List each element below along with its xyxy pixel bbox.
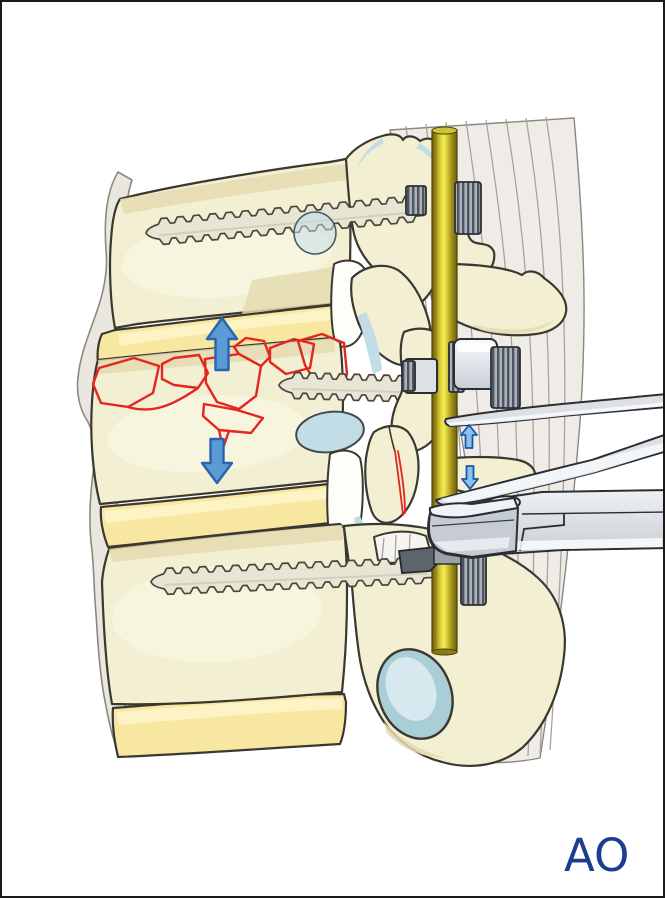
facet-cartilage [416, 143, 442, 176]
jaw-highlight [434, 537, 510, 552]
facet-cartilage [358, 312, 382, 374]
rod-bottom-end [431, 648, 458, 656]
clamp-knurl-left [405, 185, 427, 216]
disc-highlight [104, 487, 337, 523]
distraction-arrow-up [205, 316, 239, 372]
blade-highlight [440, 443, 663, 505]
vertebra-upper-body [108, 157, 352, 330]
clamp-highlight [457, 343, 494, 352]
rod-arrow-up [460, 424, 478, 449]
clamp-body-left [397, 546, 440, 574]
blade-highlight [448, 402, 663, 426]
clamp-knurl-left [401, 360, 416, 392]
vertebra-lower-body [100, 522, 349, 706]
pedicle-screw-lower [150, 556, 434, 596]
distraction-arrow-down [200, 437, 234, 485]
distraction-instrument [427, 393, 663, 559]
screw-head-upper [405, 181, 482, 235]
facet-cartilage [357, 138, 384, 168]
locking-nut [454, 181, 482, 235]
shaft-highlight [472, 538, 662, 551]
facet-joint-inner [385, 657, 437, 721]
pedicle-ring-upper [293, 211, 337, 255]
transverse-process [452, 262, 568, 337]
rod-arrow-down [461, 465, 479, 490]
pedicle-fracture-crack [388, 425, 406, 516]
shaft-seam [521, 511, 663, 515]
rod-distraction-arrows [460, 424, 479, 490]
screw-head-middle [401, 338, 521, 409]
ao-logo: AO [564, 829, 629, 882]
distraction-arrows [200, 316, 239, 485]
locking-nut [490, 346, 521, 409]
pedicle-screw-middle [278, 371, 416, 403]
jaw-crease [431, 519, 515, 527]
rod-top-end [431, 126, 458, 135]
shaft-step [519, 513, 565, 552]
disc-highlight [116, 698, 342, 725]
